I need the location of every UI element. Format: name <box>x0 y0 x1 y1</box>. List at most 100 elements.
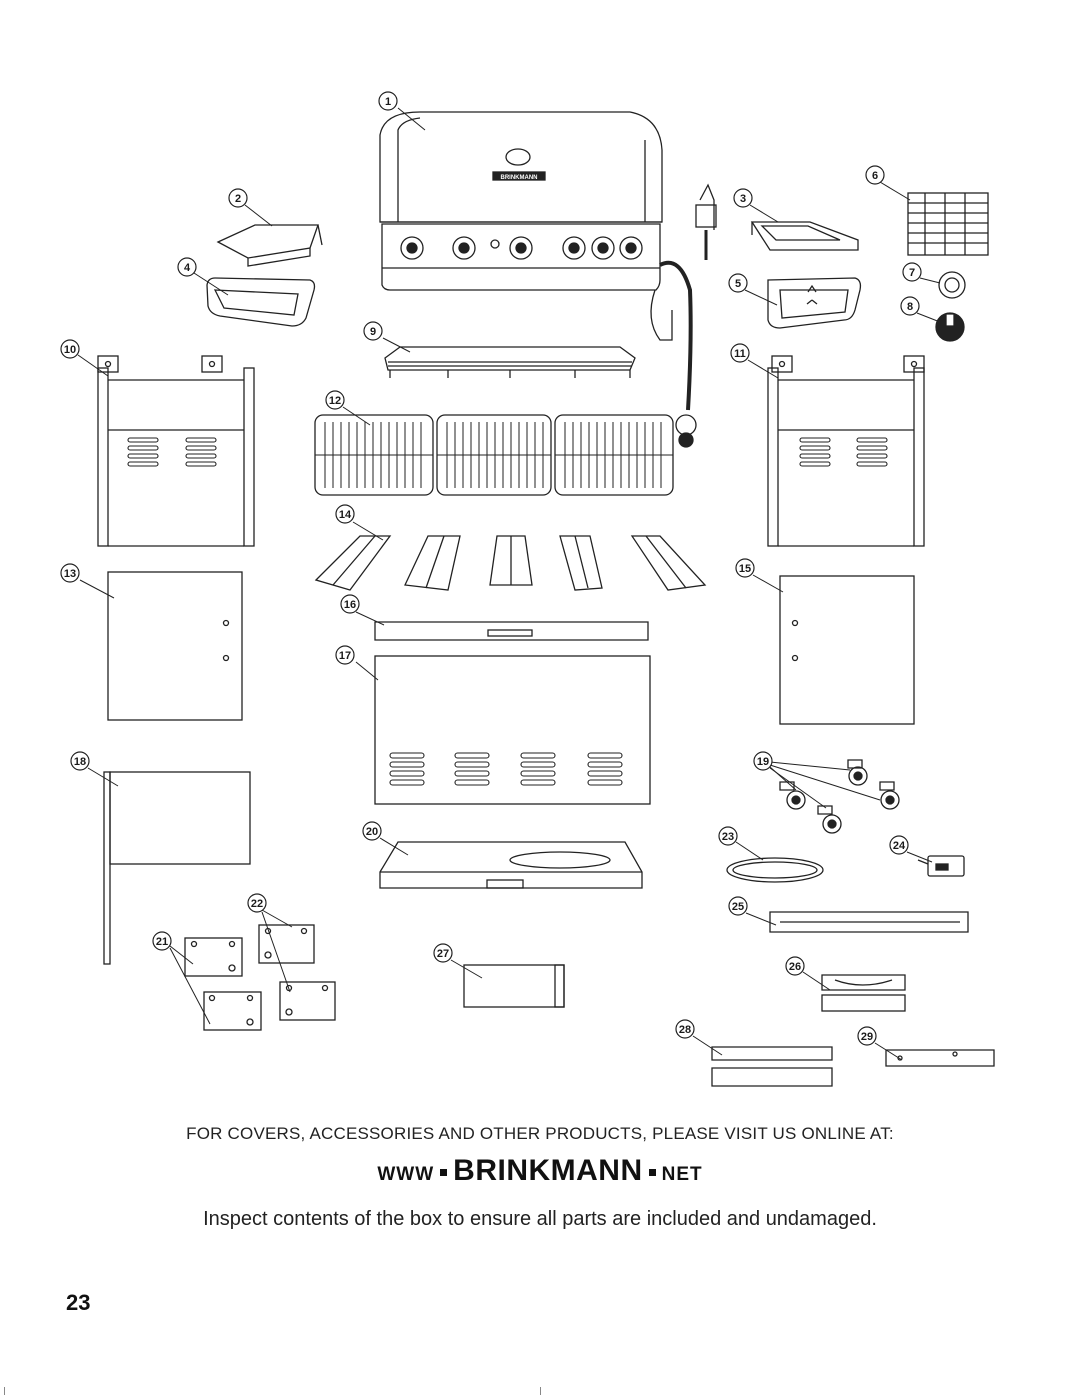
callout-label: 20 <box>366 826 378 838</box>
callout-4: 4 <box>177 257 197 277</box>
callout-5: 5 <box>728 273 748 293</box>
callout-26: 26 <box>785 956 805 976</box>
callout-21: 21 <box>152 931 172 951</box>
callout-20: 20 <box>362 821 382 841</box>
callout-label: 27 <box>437 948 449 960</box>
part-warming-rack <box>907 192 989 256</box>
part-casters <box>779 759 900 834</box>
callout-17: 17 <box>335 645 355 665</box>
part-igniter <box>917 855 965 877</box>
callout-label: 16 <box>344 599 356 611</box>
callout-29: 29 <box>857 1026 877 1046</box>
url-net: NET <box>661 1164 703 1185</box>
callout-circle <box>728 896 748 916</box>
callout-23: 23 <box>718 826 738 846</box>
part-left-side-tray <box>206 277 316 327</box>
callout-circle <box>865 165 885 185</box>
callout-label: 19 <box>757 756 769 768</box>
callout-label: 8 <box>907 301 913 313</box>
part-right-cabinet-frame <box>767 355 925 547</box>
callout-circle <box>60 563 80 583</box>
callout-24: 24 <box>889 835 909 855</box>
part-grease-ring <box>726 857 824 883</box>
callout-circle <box>247 893 267 913</box>
callout-circle <box>857 1026 877 1046</box>
callout-circle <box>378 91 398 111</box>
callout-18: 18 <box>70 751 90 771</box>
callout-14: 14 <box>335 504 355 524</box>
callout-3: 3 <box>733 188 753 208</box>
crop-mark-left <box>4 1387 5 1395</box>
callout-circle <box>889 835 909 855</box>
part-front-panel <box>374 655 651 805</box>
part-cross-brace <box>769 911 969 933</box>
callout-8: 8 <box>900 296 920 316</box>
part-bottom-shelf <box>379 841 643 889</box>
part-lid <box>379 111 717 448</box>
callout-2: 2 <box>228 188 248 208</box>
part-left-cabinet-frame <box>97 355 255 547</box>
callout-25: 25 <box>728 896 748 916</box>
callout-circle <box>733 188 753 208</box>
callout-circle <box>785 956 805 976</box>
part-right-door <box>779 575 915 725</box>
callout-label: 11 <box>734 348 746 360</box>
callout-label: 21 <box>156 936 168 948</box>
part-burner-rack <box>384 346 636 378</box>
callout-circle <box>753 751 773 771</box>
callout-circle <box>735 558 755 578</box>
callout-label: 15 <box>739 563 751 575</box>
callout-label: 7 <box>909 267 915 279</box>
callout-circle <box>335 645 355 665</box>
callout-19: 19 <box>753 751 773 771</box>
callout-27: 27 <box>433 943 453 963</box>
callout-circle <box>70 751 90 771</box>
callout-circle <box>152 931 172 951</box>
part-knob <box>935 312 965 342</box>
part-brackets-left <box>184 937 262 1031</box>
callout-circle <box>228 188 248 208</box>
crop-mark-center <box>540 1387 541 1395</box>
page-number: 23 <box>66 1290 91 1315</box>
callout-label: 1 <box>385 96 391 108</box>
callout-label: 26 <box>789 961 801 973</box>
callout-12: 12 <box>325 390 345 410</box>
callout-circle <box>433 943 453 963</box>
callout-label: 5 <box>735 278 741 290</box>
callout-circle <box>728 273 748 293</box>
callout-label: 3 <box>740 193 746 205</box>
callout-circle <box>362 821 382 841</box>
url-separator-left <box>440 1169 448 1177</box>
callout-1: 1 <box>378 91 398 111</box>
callout-circle <box>335 504 355 524</box>
part-right-side-tray <box>767 277 862 329</box>
part-brackets-right <box>258 924 336 1021</box>
parts-diagram: BRINKMANN 123456789101112131415161718192… <box>60 91 995 1087</box>
callout-28: 28 <box>675 1019 695 1039</box>
callout-16: 16 <box>340 594 360 614</box>
callout-label: 14 <box>339 509 352 521</box>
part-support-rails <box>711 1046 833 1087</box>
callout-label: 18 <box>74 756 86 768</box>
callout-label: 9 <box>370 326 376 338</box>
part-manual <box>463 964 565 1008</box>
url-separator-right <box>648 1169 656 1177</box>
callout-7: 7 <box>902 262 922 282</box>
callout-9: 9 <box>363 321 383 341</box>
part-heat-shield <box>885 1049 995 1067</box>
part-bezel <box>938 271 966 299</box>
callout-11: 11 <box>730 343 750 363</box>
part-front-rail <box>374 621 649 641</box>
callout-label: 23 <box>722 831 734 843</box>
callout-circle <box>60 339 80 359</box>
part-back-panel <box>103 771 251 965</box>
inspect-contents-note: Inspect contents of the box to ensure al… <box>203 1208 877 1230</box>
url-www: WWW <box>377 1164 435 1185</box>
callout-label: 28 <box>679 1024 691 1036</box>
part-flame-tamers <box>314 535 707 591</box>
callout-label: 29 <box>861 1031 873 1043</box>
callout-circle <box>325 390 345 410</box>
lid-brand-label: BRINKMANN <box>501 175 538 181</box>
